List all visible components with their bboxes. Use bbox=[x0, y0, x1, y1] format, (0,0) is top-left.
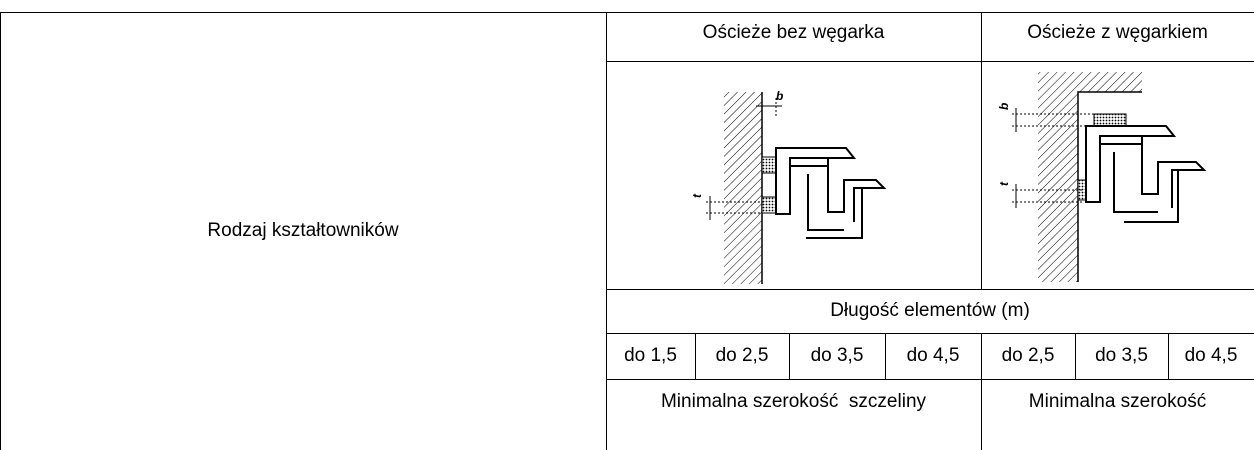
length-cell: do 3,5 bbox=[810, 345, 864, 366]
row-header-label: Rodzaj kształtowników bbox=[207, 220, 399, 241]
length-cell: do 1,5 bbox=[624, 345, 677, 366]
jamb-with-rebate-diagram: b t bbox=[997, 72, 1207, 282]
col-group-label-with-rebate: Ościeże z węgarkiem bbox=[1027, 22, 1208, 43]
group-divider-lower bbox=[981, 333, 982, 450]
length-cell: do 4,5 bbox=[1184, 345, 1238, 366]
length-col-divider bbox=[789, 333, 790, 379]
dimension-t-label: t bbox=[690, 193, 704, 198]
length-col-divider bbox=[1168, 333, 1169, 379]
table-left-border bbox=[0, 12, 1, 450]
group-divider-upper bbox=[981, 12, 982, 290]
length-header-label: Długość elementów (m) bbox=[830, 300, 1030, 321]
length-col-divider bbox=[695, 333, 696, 379]
diagram-row-bottom bbox=[606, 289, 1254, 290]
dimension-b-label: b bbox=[997, 103, 1011, 110]
min-width-label: Minimalna szerokość bbox=[1028, 391, 1207, 412]
title-fragment bbox=[40, 0, 260, 6]
dimension-b-label: b bbox=[776, 89, 783, 103]
row-header-divider bbox=[606, 12, 607, 450]
length-cell: do 2,5 bbox=[1001, 345, 1055, 366]
jamb-without-rebate-diagram: b t bbox=[690, 89, 887, 284]
col-group-label-no-rebate: Ościeże bez węgarka bbox=[702, 22, 885, 43]
length-col-divider bbox=[1075, 333, 1076, 379]
length-col-divider bbox=[885, 333, 886, 379]
length-cell: do 3,5 bbox=[1095, 345, 1148, 366]
group-header-bottom bbox=[606, 61, 1254, 62]
length-cell: do 2,5 bbox=[715, 345, 769, 366]
dimension-t-label: t bbox=[997, 181, 1011, 186]
length-cell: do 4,5 bbox=[906, 345, 960, 366]
table-top-border bbox=[0, 12, 1254, 13]
lengths-row-bottom bbox=[606, 379, 1254, 380]
length-header-bottom bbox=[606, 333, 1254, 334]
min-width-slot-label: Minimalna szerokość szczeliny bbox=[660, 391, 927, 412]
